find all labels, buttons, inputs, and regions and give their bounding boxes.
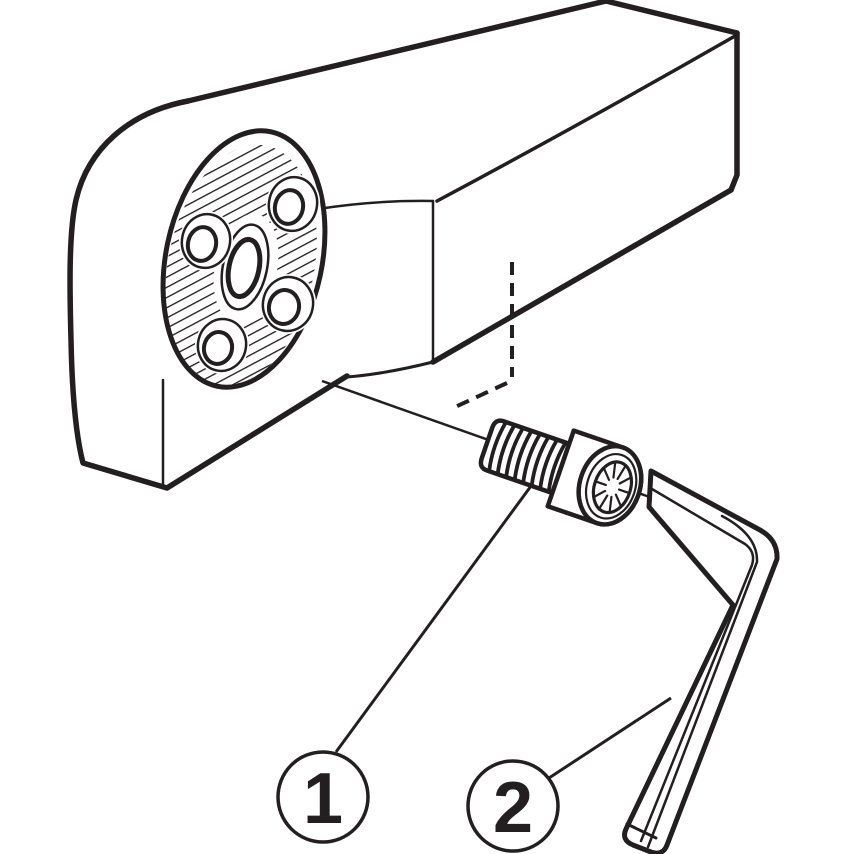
shank-front-top-edge bbox=[435, 34, 737, 203]
flange-hole-left bbox=[178, 211, 234, 271]
flange-hole-top-right bbox=[265, 174, 321, 234]
screw-head-chamfer bbox=[584, 453, 638, 520]
shank-end-top-edge bbox=[603, 0, 740, 36]
square-shank bbox=[185, 0, 740, 365]
screw-socket-serrations bbox=[593, 461, 632, 513]
shank-top-far-edge bbox=[185, 0, 609, 104]
callout-1-circle bbox=[276, 750, 370, 844]
body-outline bbox=[67, 98, 350, 491]
hex-key-facet-line-1 bbox=[639, 487, 755, 843]
hex-key-facet-line-2 bbox=[646, 514, 759, 849]
serrated-flange bbox=[160, 128, 328, 390]
clamp-screw bbox=[478, 418, 644, 527]
shank-bottom-front-edge bbox=[430, 187, 734, 365]
screw-threads bbox=[487, 421, 568, 493]
leader-line-2 bbox=[548, 696, 672, 780]
neck-bottom-edge bbox=[345, 360, 435, 379]
callout-1-label: 1 bbox=[303, 759, 343, 839]
holder-body bbox=[67, 98, 350, 491]
leader-line-1 bbox=[334, 485, 533, 753]
hidden-diagonal-edge bbox=[452, 381, 508, 410]
center-bore-hole bbox=[225, 236, 263, 300]
screw-head-shoulder bbox=[546, 429, 576, 508]
neck bbox=[316, 199, 435, 379]
callout-2: 2 bbox=[466, 759, 560, 853]
neck-top-edge bbox=[316, 199, 435, 211]
hex-key bbox=[622, 468, 780, 854]
flange-hole-bottom bbox=[194, 316, 250, 374]
flange-hole-right bbox=[259, 274, 317, 334]
hex-key-outline bbox=[622, 468, 780, 854]
hex-key-end-face bbox=[625, 822, 658, 840]
callout-1: 1 bbox=[276, 750, 370, 844]
callout-2-circle bbox=[466, 759, 560, 853]
hidden-edges bbox=[452, 262, 514, 410]
shank-end-right-edge bbox=[728, 30, 740, 193]
callout-2-label: 2 bbox=[493, 768, 533, 848]
